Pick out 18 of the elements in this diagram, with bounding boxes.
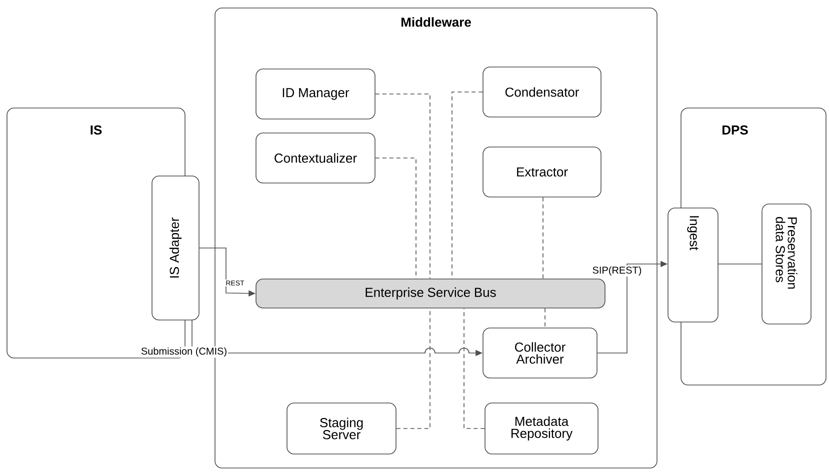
component-box: ID Manager bbox=[256, 68, 376, 120]
connector bbox=[464, 308, 485, 429]
component-box: Preservation data Stores bbox=[762, 204, 812, 324]
connector bbox=[542, 197, 544, 279]
connector bbox=[396, 308, 430, 429]
connector bbox=[375, 94, 430, 279]
component-box: Staging Server bbox=[286, 402, 396, 454]
edge-label: Submission (CMIS) bbox=[140, 346, 228, 358]
connector bbox=[544, 308, 546, 328]
component-box: Extractor bbox=[482, 146, 602, 198]
edge-label: SIP(REST) bbox=[591, 265, 643, 277]
component-box: Condensator bbox=[482, 66, 602, 118]
component-box: Contextualizer bbox=[256, 132, 376, 184]
component-box: IS Adapter bbox=[152, 176, 200, 320]
component-box: Metadata Repository bbox=[484, 402, 598, 454]
component-box: Ingest bbox=[668, 208, 718, 322]
component-box: Collector Archiver bbox=[482, 328, 598, 378]
bus-bar: Enterprise Service Bus bbox=[256, 278, 606, 308]
